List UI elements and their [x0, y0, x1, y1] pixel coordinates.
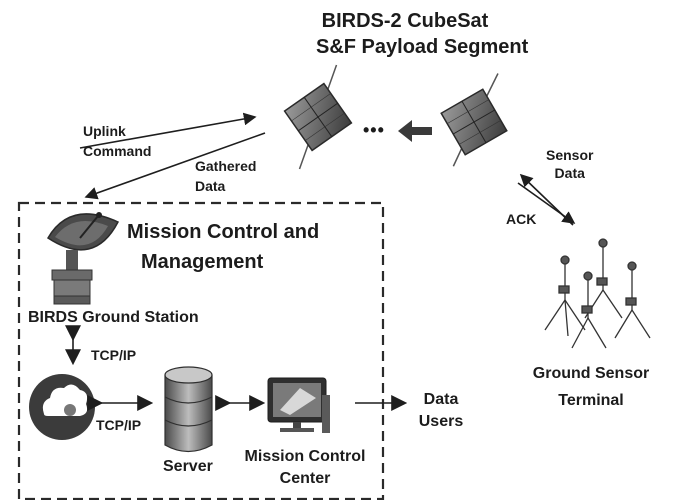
monitor-icon: [267, 377, 330, 433]
sensor-line2: Data: [554, 165, 585, 181]
title-line2: S&F Payload Segment: [316, 36, 529, 58]
mission-line1: Mission Control and: [127, 221, 320, 243]
sensor-terminal-line2: Terminal: [558, 392, 624, 409]
ellipsis: • • •: [363, 120, 384, 140]
diagram-title: BIRDS-2 CubeSat S&F Payload Segment: [300, 8, 529, 60]
data-users-line1: Data: [423, 391, 459, 408]
relay-arrow: [398, 120, 432, 142]
cubesat-icon: [440, 73, 508, 167]
title-line1: BIRDS-2 CubeSat: [321, 10, 489, 32]
tcpip-horizontal-label: TCP/IP: [96, 417, 142, 433]
sensor-terminal-line1: Ground Sensor: [532, 365, 650, 382]
sensor-tripod-icon: [544, 238, 651, 349]
database-icon: [164, 366, 213, 453]
sensor-terminal-label: Ground Sensor Terminal: [520, 360, 662, 414]
cubesat-icon: [283, 64, 353, 170]
data-users-label: Data Users: [411, 389, 471, 433]
uplink-label: Uplink Command: [83, 121, 151, 161]
gathered-line2: Data: [195, 178, 226, 194]
sensor-data-label: Sensor Data: [546, 146, 593, 182]
mission-line2: Management: [141, 251, 264, 273]
server-label: Server: [163, 458, 213, 475]
mission-control-box: [17, 201, 385, 500]
uplink-line1: Uplink: [83, 123, 126, 139]
mission-center-label: Mission Control Center: [230, 446, 380, 490]
gathered-data-label: Gathered Data: [195, 156, 256, 196]
tcpip-vertical-label: TCP/IP: [91, 347, 137, 363]
ground-station-label: BIRDS Ground Station: [28, 309, 199, 326]
cloud-globe-icon: [29, 374, 95, 440]
uplink-line2: Command: [83, 143, 152, 159]
satellite-dish-icon: [46, 212, 120, 305]
uplink-arrow: [79, 112, 257, 149]
ack-arrow: [517, 182, 576, 224]
gathered-data-arrow: [84, 132, 266, 200]
mission-center-line1: Mission Control: [244, 448, 366, 465]
data-users-line2: Users: [418, 413, 464, 430]
mission-center-line2: Center: [279, 470, 331, 487]
ack-label: ACK: [506, 211, 537, 227]
gathered-line1: Gathered: [195, 158, 257, 174]
sensor-line1: Sensor: [546, 147, 594, 163]
mission-box-title: Mission Control and Management: [127, 217, 319, 277]
